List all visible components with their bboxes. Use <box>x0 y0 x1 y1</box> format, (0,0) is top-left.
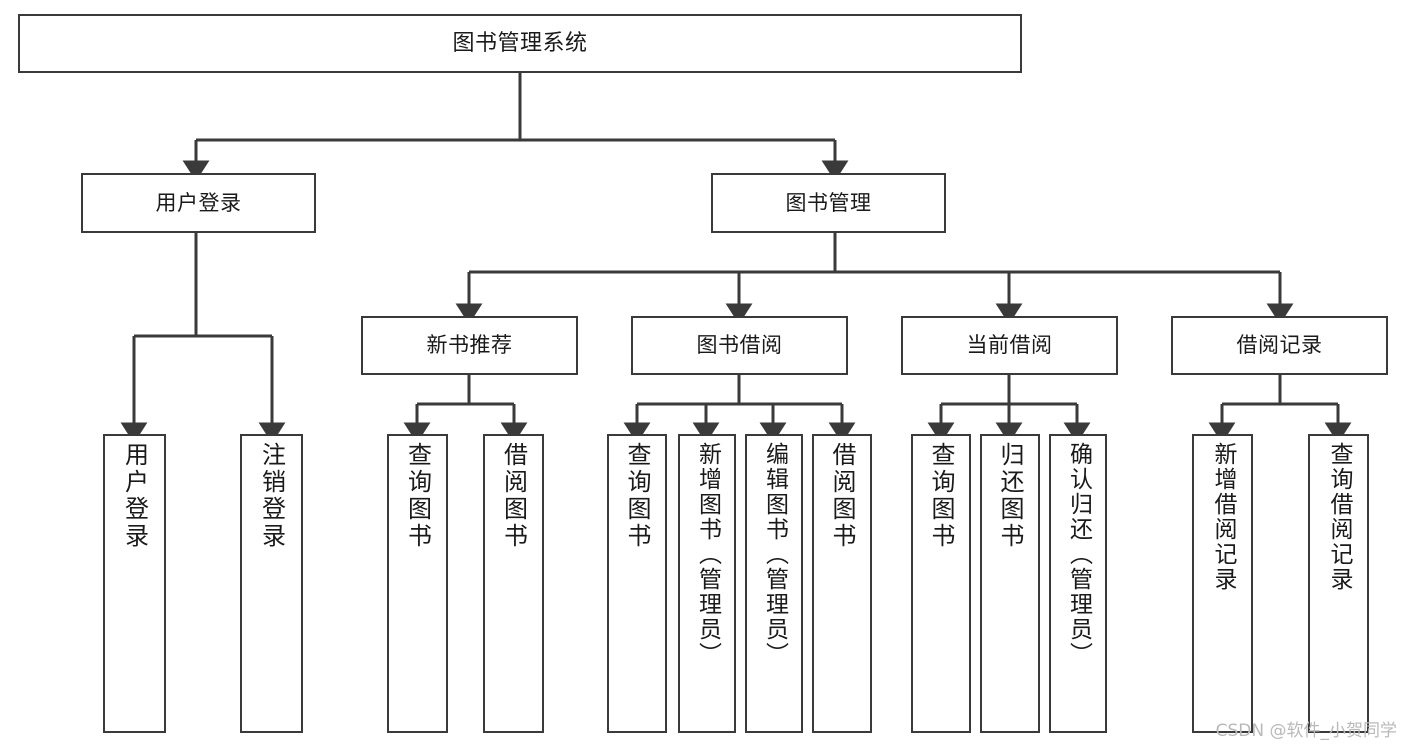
node-current-borrow[interactable]: 当前借阅 <box>901 316 1118 375</box>
node-label: 查询图书 <box>623 442 651 550</box>
node-book-borrow[interactable]: 图书借阅 <box>631 316 848 375</box>
leaf-confirm-return-admin[interactable]: 确认归还（管理员） <box>1049 434 1107 733</box>
leaf-borrow-book-bb[interactable]: 借阅图书 <box>812 434 872 733</box>
node-label: 借阅图书 <box>828 442 856 550</box>
node-new-book-recommendation[interactable]: 新书推荐 <box>361 316 578 375</box>
leaf-add-borrow-record[interactable]: 新增借阅记录 <box>1192 434 1253 733</box>
leaf-logout[interactable]: 注销登录 <box>240 434 303 733</box>
node-label: 查询图书 <box>927 442 955 550</box>
node-root-book-management-system[interactable]: 图书管理系统 <box>18 14 1022 73</box>
node-label: 新书推荐 <box>426 333 513 358</box>
node-label: 当前借阅 <box>966 333 1053 358</box>
leaf-return-book[interactable]: 归还图书 <box>980 434 1040 733</box>
leaf-edit-book-admin[interactable]: 编辑图书（管理员） <box>745 434 803 733</box>
node-label: 查询借阅记录 <box>1326 442 1352 592</box>
node-label: 用户登录 <box>120 442 149 550</box>
csdn-watermark: CSDN @软件_小贺同学 <box>1215 721 1397 741</box>
leaf-query-book-bb[interactable]: 查询图书 <box>607 434 667 733</box>
node-label: 编辑图书（管理员） <box>761 442 788 667</box>
node-user-login[interactable]: 用户登录 <box>81 173 316 233</box>
node-label: 归还图书 <box>996 442 1024 550</box>
node-label: 图书管理 <box>785 190 872 215</box>
leaf-query-book-cb[interactable]: 查询图书 <box>911 434 971 733</box>
node-book-management[interactable]: 图书管理 <box>711 173 946 233</box>
node-label: 借阅记录 <box>1236 333 1323 358</box>
leaf-query-borrow-record[interactable]: 查询借阅记录 <box>1308 434 1369 733</box>
node-borrow-record[interactable]: 借阅记录 <box>1171 316 1388 375</box>
node-label: 新增借阅记录 <box>1210 442 1236 592</box>
leaf-user-login[interactable]: 用户登录 <box>103 434 166 733</box>
node-label: 用户登录 <box>155 190 242 215</box>
node-label: 图书管理系统 <box>452 30 588 56</box>
node-label: 新增图书（管理员） <box>694 442 721 667</box>
leaf-query-book-nbr[interactable]: 查询图书 <box>387 434 448 733</box>
node-label: 确认归还（管理员） <box>1065 442 1092 667</box>
leaf-add-book-admin[interactable]: 新增图书（管理员） <box>678 434 736 733</box>
node-label: 查询图书 <box>403 442 432 550</box>
leaf-borrow-book-nbr[interactable]: 借阅图书 <box>483 434 544 733</box>
node-label: 借阅图书 <box>499 442 528 550</box>
node-label: 图书借阅 <box>696 333 783 358</box>
node-label: 注销登录 <box>257 442 286 550</box>
